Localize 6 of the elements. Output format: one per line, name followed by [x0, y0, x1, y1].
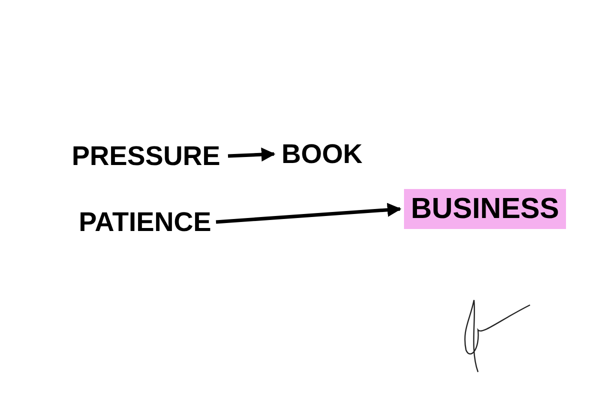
arrow [216, 202, 402, 224]
arrow [228, 148, 276, 162]
word-label: PATIENCE [78, 203, 212, 241]
word-label: BOOK [278, 136, 366, 172]
highlighted-word: BUSINESS [404, 189, 566, 229]
word-label: PRESSURE [68, 138, 224, 174]
